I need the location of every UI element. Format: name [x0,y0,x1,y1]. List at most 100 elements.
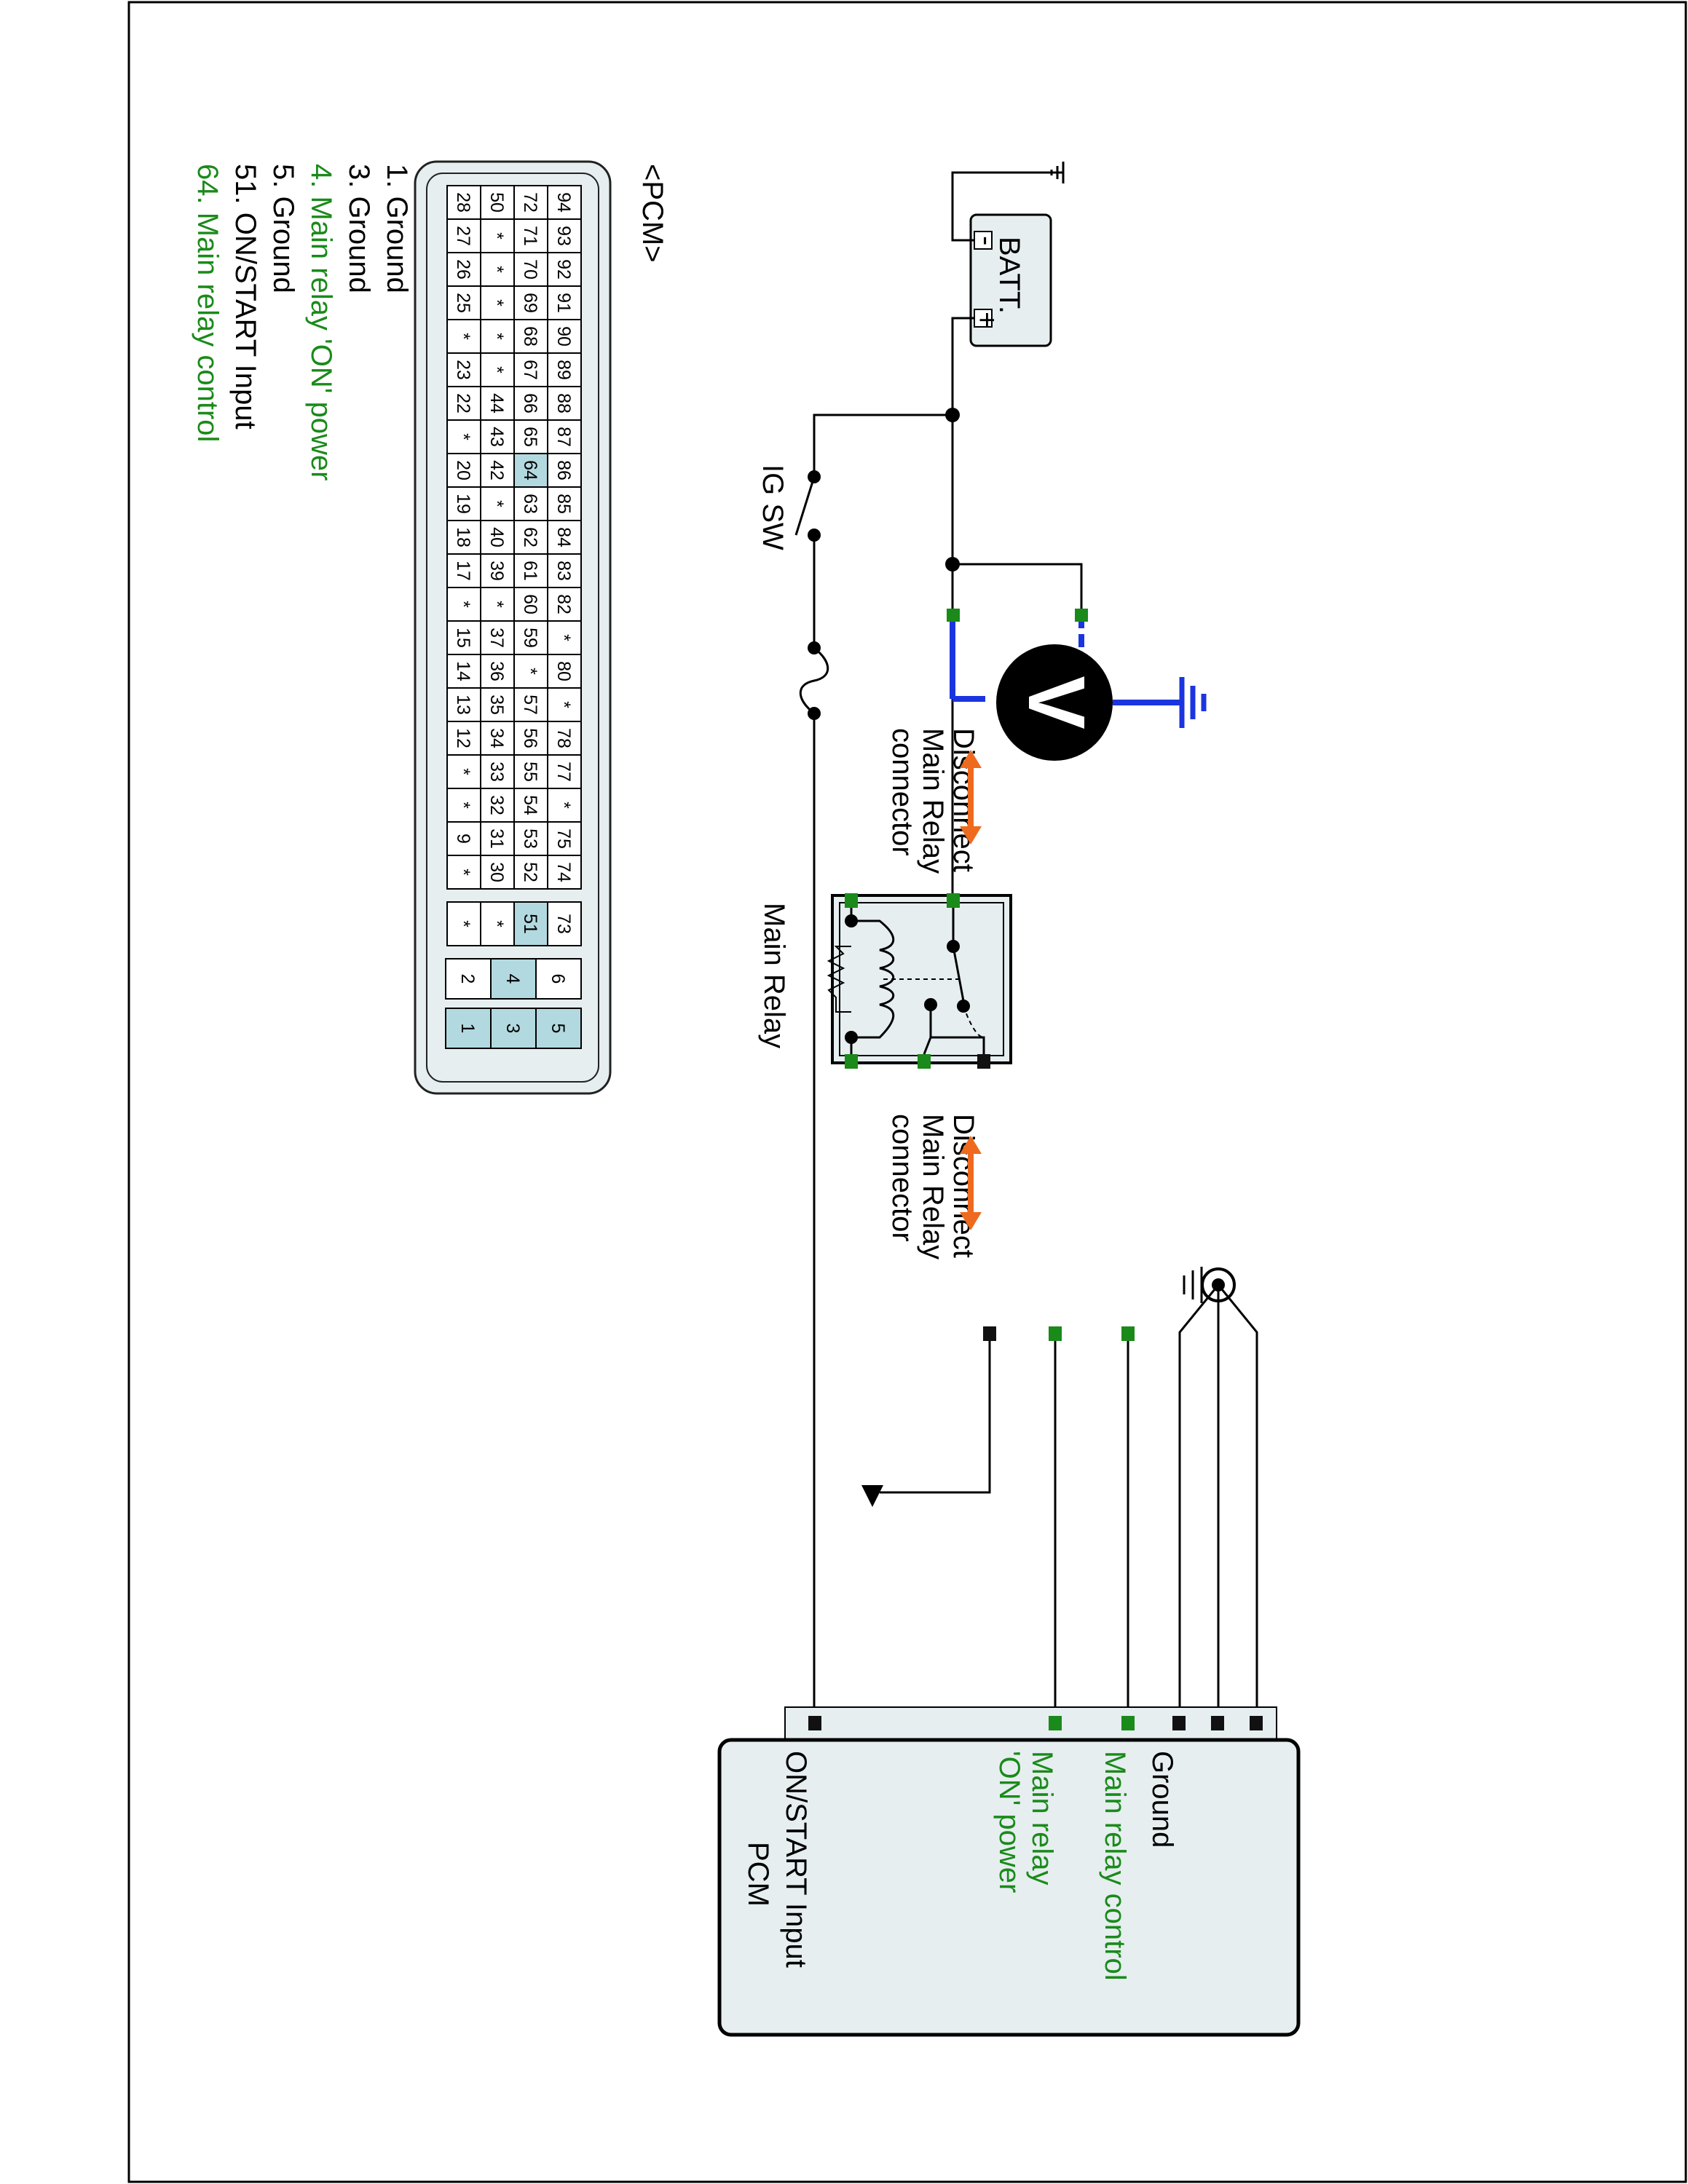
connector-pin: 60 [520,594,540,614]
connector-pin: 65 [520,427,540,447]
arrow-icon [861,1485,883,1507]
voltmeter-ref-wire [953,563,1083,615]
relay-resistor [827,946,851,1013]
connector-pin: 44 [486,393,507,414]
relay-connector-pin [947,609,960,622]
connector-pin: 14 [453,661,473,681]
pcm-ground [1178,1267,1258,1722]
connector-pin: 85 [553,494,574,514]
connector-pin: * [453,869,473,876]
battery-plus-wire [951,317,974,415]
connector-pin: 75 [553,828,574,849]
svg-text:connector: connector [886,1114,918,1242]
connector-pin: 6 [548,974,568,984]
connector-pin: 1 [457,1024,478,1034]
connector-pin: * [486,232,507,240]
connector-pin: 88 [553,393,574,414]
pcm-pin-label: ON/START Input [780,1751,812,1968]
relay-pin [845,893,858,908]
connector-pin: * [453,333,473,340]
connector-pin: 15 [453,628,473,648]
ig-switch-label: IG SW [757,464,789,550]
connector-pin: 90 [553,326,574,347]
connector-pin: 30 [486,862,507,882]
connector-pin: 57 [520,695,540,715]
double-arrow-icon [960,750,982,844]
connector-pin: * [553,701,574,708]
connector-pin: 52 [520,862,540,882]
connector-pin: 26 [453,259,473,280]
connector-pin: 55 [520,761,540,782]
connector-pin: 27 [453,226,473,246]
connector-pin: 20 [453,460,473,480]
connector-pin-cell [445,1008,492,1049]
connector-pin: 69 [520,293,540,313]
connector-pin: 36 [486,661,507,681]
connector-pin: 71 [520,226,540,246]
connector-pin: 34 [486,728,507,748]
main-relay-label: Main Relay [758,903,790,1048]
connector-pin: 67 [520,360,540,380]
connector-pin: 51 [520,914,540,934]
connector-pin: * [453,768,473,775]
connector-pin: * [453,920,473,927]
relay-connector-pin [1075,609,1088,622]
voltmeter: V [996,644,1207,761]
connector-pin: 13 [453,695,473,715]
connector-pin: * [486,266,507,273]
pcm-pin-label: Main relay [1026,1751,1058,1886]
connector-pin: * [486,500,507,507]
connector-pin: 12 [453,728,473,748]
connector-pin: * [486,333,507,340]
connector-pin: 56 [520,728,540,748]
svg-text:Main Relay: Main Relay [917,728,949,874]
pcm-pin [1049,1716,1062,1730]
connector-pin: 80 [553,661,574,681]
connector-pin: 4 [502,974,523,984]
voltmeter-symbol: V [1011,676,1101,729]
legend-item-5: 5. Ground [267,164,299,293]
disconnect-label-left: Disconnect Main Relay connector [886,728,982,874]
connector-pin: 59 [520,628,540,648]
connector-pin: 22 [453,393,473,414]
connector-pin: 84 [553,527,574,547]
battery-minus-sign: - [971,236,1003,245]
harness-pin [983,1326,996,1341]
connector-pin: 33 [486,761,507,782]
relay-switch-blade [952,946,965,1002]
ig-feed-wire [813,414,953,477]
pin-grid: 94939291908988878685848382*80*7877*75747… [445,185,582,1049]
connector-pin: 89 [553,360,574,380]
connector-pin: 2 [457,974,478,984]
connector-pin: 18 [453,527,473,547]
rotated-diagram: <PCM> 94939291908988878685848382*80*7877… [192,160,1301,2037]
connector-pin: 82 [553,594,574,614]
main-relay: Main Relay [758,893,1012,1069]
pcm-module: PCM ON/START Input Main relay 'ON' power… [717,1706,1301,2037]
relay-pin [977,1054,990,1069]
connector-pin: 50 [486,192,507,213]
connector-pin: 78 [553,728,574,748]
connector-pin: 32 [486,795,507,815]
harness-pin [1049,1326,1062,1341]
connector-pin: 17 [453,561,473,581]
pcm-title: PCM [742,1842,774,1907]
connector-pin: 68 [520,326,540,347]
pcm-pin-label: Main relay control [1099,1751,1131,1981]
connector-pin: 40 [486,527,507,547]
connector-pin: 64 [520,460,540,480]
connector-pin: 86 [553,460,574,480]
connector-pin: * [453,802,473,809]
pcm-connector-inner [426,173,599,1083]
connector-pin: * [486,601,507,608]
connector-pin: 9 [453,834,473,844]
connector-pin: * [553,802,574,809]
connector-pin: 53 [520,828,540,849]
svg-text:Disconnect: Disconnect [947,1114,979,1258]
page-frame [127,1,1687,2183]
connector-pin: 23 [453,360,473,380]
connector-pin: 37 [486,628,507,648]
pcm-pin [1121,1716,1135,1730]
legend-item-3: 3. Ground [343,164,375,293]
